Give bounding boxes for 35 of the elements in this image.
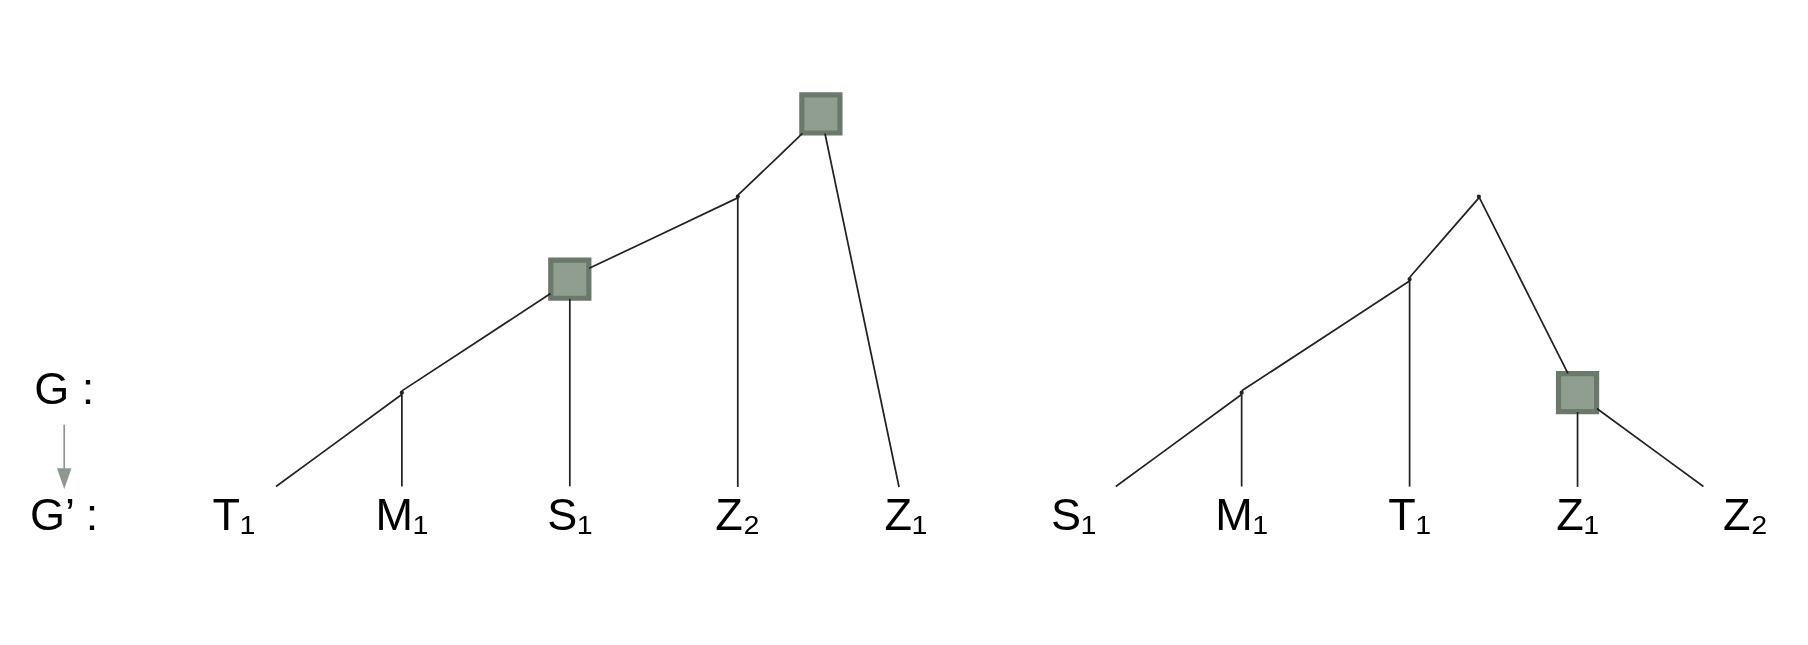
node-point	[399, 390, 404, 395]
node-text: S₁	[547, 488, 593, 540]
node-text: M₁	[375, 488, 429, 540]
connector	[1478, 196, 1569, 374]
connector	[1240, 279, 1411, 392]
connector	[1408, 279, 1411, 487]
connector	[401, 393, 403, 487]
node-box	[1555, 370, 1600, 414]
arrow	[56, 423, 72, 489]
node-point	[1239, 390, 1244, 395]
node-text: G :	[34, 362, 95, 414]
node-text: T₁	[212, 488, 256, 540]
connector	[568, 297, 571, 487]
node-text: Z₂	[715, 488, 761, 540]
connector	[1408, 196, 1480, 278]
connector	[401, 292, 552, 392]
node-point	[1407, 276, 1412, 281]
node-text: G’ :	[30, 488, 99, 540]
node-text: Z₁	[1556, 488, 1599, 540]
node-text: T₁	[1388, 488, 1431, 540]
node-box	[799, 91, 843, 136]
node-point	[1476, 194, 1481, 199]
connector	[275, 393, 403, 487]
node-box	[548, 257, 592, 301]
node-point	[735, 194, 740, 199]
node-text: Z₂	[1723, 488, 1768, 540]
connector	[737, 132, 804, 196]
connector	[824, 132, 900, 488]
connector	[1240, 393, 1243, 487]
node-text: M₁	[1215, 488, 1268, 540]
node-text: Z₁	[884, 488, 928, 540]
connector	[1114, 393, 1243, 487]
node-text: S₁	[1051, 488, 1097, 540]
connector	[1595, 407, 1705, 487]
connector	[1576, 410, 1579, 488]
